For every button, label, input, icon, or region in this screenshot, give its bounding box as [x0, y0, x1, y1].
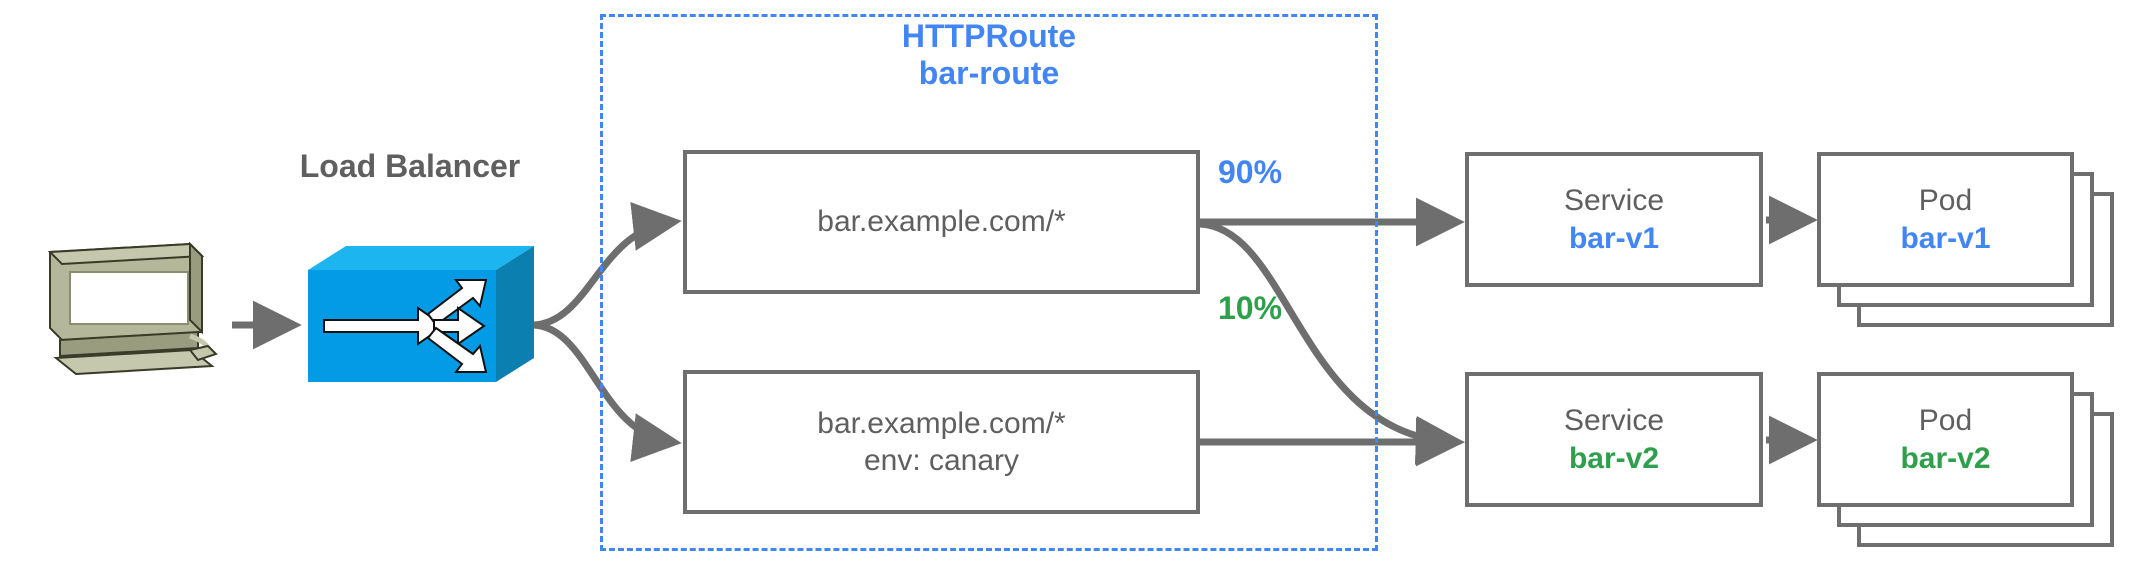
httproute-name-label: bar-route	[918, 54, 1060, 91]
pod-kind-label-v1: Pod	[1918, 184, 1973, 217]
pod-kind-label-v2: Pod	[1918, 404, 1973, 437]
desktop-computer-icon	[40, 240, 220, 375]
pod-stack-bar-v2[interactable]: Pod bar-v2	[1817, 372, 2147, 572]
rule-2-match-line1: bar.example.com/*	[817, 406, 1066, 440]
load-balancer-box-icon	[300, 240, 540, 390]
httproute-kind-label: HTTPRoute	[901, 18, 1077, 54]
pod-card-front-v1[interactable]: Pod bar-v1	[1817, 152, 2074, 287]
httproute-title: HTTPRoute bar-route	[600, 18, 1378, 92]
pod-card-front-v2[interactable]: Pod bar-v2	[1817, 372, 2074, 507]
rule-2-match-line2: env: canary	[863, 444, 1020, 477]
service-box-bar-v1[interactable]: Service bar-v1	[1465, 152, 1763, 287]
pod-name-label-v1: bar-v1	[1900, 221, 1991, 255]
load-balancer-label: Load Balancer	[299, 148, 521, 184]
weight-label-90: 90%	[1218, 154, 1283, 190]
service-kind-label-v2: Service	[1563, 404, 1665, 437]
httproute-rule-1-box[interactable]: bar.example.com/*	[683, 150, 1200, 294]
service-kind-label-v1: Service	[1563, 184, 1665, 217]
service-name-label-v2: bar-v2	[1568, 441, 1660, 475]
weight-label-10: 10%	[1218, 290, 1283, 326]
service-box-bar-v2[interactable]: Service bar-v2	[1465, 372, 1763, 507]
httproute-group-boundary	[600, 14, 1378, 551]
pod-name-label-v2: bar-v2	[1900, 441, 1991, 475]
service-name-label-v1: bar-v1	[1568, 221, 1660, 255]
rule-1-match-line1: bar.example.com/*	[817, 205, 1066, 239]
pod-stack-bar-v1[interactable]: Pod bar-v1	[1817, 152, 2147, 352]
httproute-rule-2-box[interactable]: bar.example.com/* env: canary	[683, 370, 1200, 514]
